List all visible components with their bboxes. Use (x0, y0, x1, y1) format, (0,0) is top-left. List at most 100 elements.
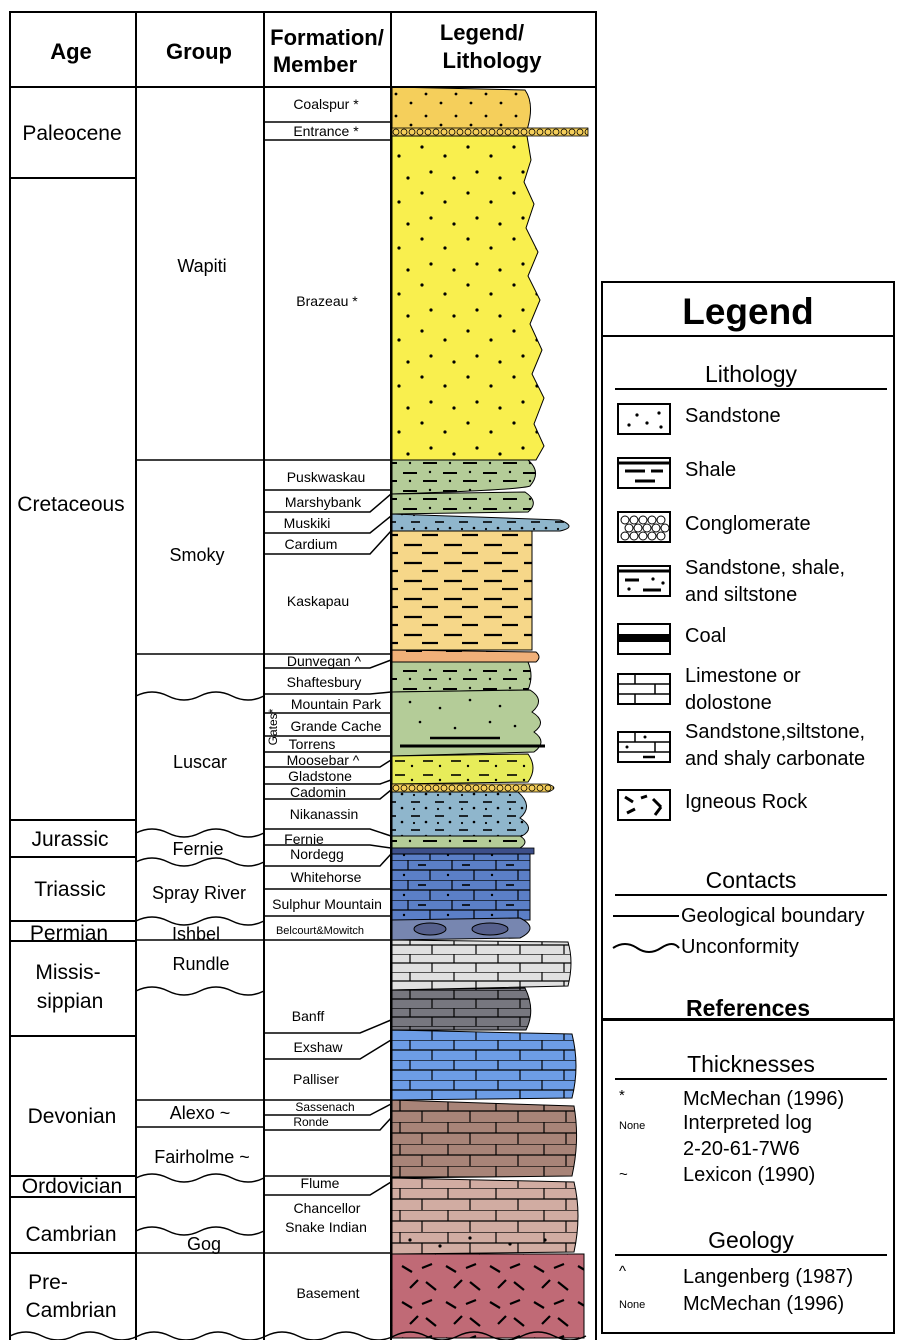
sandstone-icon (617, 403, 671, 435)
references-divider (603, 1018, 893, 1021)
gates-label: Gates* (266, 708, 280, 745)
geology-header-rule (615, 1254, 887, 1256)
age-labels: Paleocene Cretaceous Jurassic Triassic P… (17, 122, 124, 1322)
group-ishbel: Ishbel (172, 924, 220, 944)
muskiki-unit (391, 513, 570, 532)
legend-item-shale: Shale (617, 455, 893, 499)
geology-header: Geology (708, 1227, 794, 1253)
formation-palliser: Palliser (293, 1071, 339, 1087)
thickness-symbol-none: None (619, 1120, 646, 1132)
header-legend-line1: Legend/ (440, 20, 524, 45)
legend-label-coal: Coal (685, 625, 727, 647)
geology-ref-mcmechan: McMechan (1996) (683, 1293, 845, 1315)
age-paleocene: Paleocene (22, 122, 121, 145)
dunvegan-unit (391, 649, 540, 663)
legend-item-sandstone-shale-siltstone: Sandstone, shale, and siltstone (617, 557, 893, 615)
formation-mountain-park: Mountain Park (291, 696, 382, 712)
legend-label-sandstone-shale-siltstone-line1: Sandstone, shale, (685, 557, 846, 579)
lithology-header: Lithology (704, 361, 798, 387)
legend-label-limestone-line2: dolostone (685, 692, 772, 714)
contacts-header: Contacts (705, 867, 797, 893)
stratigraphic-column: Age Group Formation/ Member Legend/ Lith… (9, 11, 597, 1340)
lithology-header-rule (615, 388, 887, 390)
limestone-icon (617, 673, 671, 705)
thickness-ref-mcmechan: McMechan (1996) (683, 1088, 845, 1110)
formation-entrance: Entrance * (293, 123, 359, 139)
legend-item-sandstone: Sandstone (617, 401, 893, 445)
group-luscar: Luscar (173, 752, 227, 772)
header-group: Group (166, 39, 232, 64)
legend-label-shaly-carbonate-line1: Sandstone,siltstone, (685, 721, 866, 743)
contact-label-boundary: Geological boundary (681, 905, 865, 927)
formation-banff: Banff (292, 1008, 325, 1024)
thicknesses-header: Thicknesses (687, 1051, 815, 1077)
formation-nikanassin: Nikanassin (290, 806, 358, 822)
formation-cadomin: Cadomin (290, 784, 346, 800)
group-gog: Gog (187, 1234, 221, 1254)
shale-icon (617, 457, 671, 489)
fernie-unit (391, 835, 526, 849)
age-precambrian-line2: Cambrian (25, 1299, 116, 1322)
age-permian: Permian (30, 922, 108, 945)
rundle-unit (391, 939, 572, 991)
legend-item-igneous: Igneous Rock (617, 787, 893, 831)
nikanassin-unit (391, 791, 529, 837)
formation-shaftesbury: Shaftesbury (287, 674, 362, 690)
sandstone-shale-siltstone-icon (617, 565, 671, 597)
group-fairholme: Fairholme ~ (154, 1147, 250, 1167)
header-formation-line1: Formation/ (270, 25, 384, 50)
formation-whitehorse: Whitehorse (291, 869, 362, 885)
age-cambrian: Cambrian (25, 1223, 116, 1246)
age-cretaceous: Cretaceous (17, 493, 124, 516)
formation-brazeau: Brazeau * (296, 293, 358, 309)
thickness-ref-lexicon: Lexicon (1990) (683, 1164, 816, 1186)
formation-labels: Coalspur * Entrance * Brazeau * Puskwask… (266, 96, 382, 1301)
formation-flume: Flume (301, 1175, 340, 1191)
fairholme-unit (391, 1099, 578, 1179)
legend-title: Legend (682, 291, 814, 332)
formation-coalspur: Coalspur * (293, 96, 359, 112)
header-formation-line2: Member (273, 52, 358, 77)
nordegg-unit (391, 847, 535, 855)
formation-ronde: Ronde (293, 1115, 329, 1129)
coal-icon (617, 623, 671, 655)
kaskapau-unit (391, 530, 533, 651)
legend-item-coal: Coal (617, 621, 893, 665)
formation-sulphur-mountain: Sulphur Mountain (272, 896, 382, 912)
legend-label-sandstone-shale-siltstone-line2: and siltstone (685, 584, 798, 606)
geology-symbol-none: None (619, 1299, 646, 1311)
legend-panel: Legend Lithology Sandstone Shale C (601, 281, 895, 1334)
age-mississippian-line2: sippian (37, 990, 104, 1013)
group-fernie: Fernie (172, 839, 223, 859)
boundary-line-icon (613, 915, 679, 917)
age-ordovician: Ordovician (22, 1175, 122, 1198)
marshybank-unit (391, 491, 534, 515)
palliser-unit (391, 1029, 577, 1101)
formation-exshaw: Exshaw (293, 1039, 343, 1055)
legend-title-divider (603, 335, 893, 337)
thickness-symbol-asterisk: * (619, 1087, 625, 1104)
brazeau-unit (391, 135, 545, 461)
formation-moosebar: Moosebar ^ (287, 752, 360, 768)
age-triassic: Triassic (34, 878, 106, 901)
legend-label-conglomerate: Conglomerate (685, 513, 811, 535)
banff-unit (391, 987, 532, 1031)
column-grid (9, 11, 597, 1340)
formation-sassenach: Sassenach (295, 1100, 354, 1114)
legend-label-shaly-carbonate-line2: and shaly carbonate (685, 748, 866, 770)
legend-label-igneous: Igneous Rock (685, 791, 808, 813)
formation-puskwaskau: Puskwaskau (287, 469, 366, 485)
thickness-ref-log-line2: 2-20-61-7W6 (683, 1138, 800, 1160)
contact-label-unconformity: Unconformity (681, 936, 799, 958)
age-devonian: Devonian (28, 1105, 117, 1128)
formation-belcourt-mowitch: Belcourt&Mowitch (276, 925, 364, 937)
conglomerate-icon (617, 511, 671, 543)
group-alexo: Alexo ~ (170, 1103, 231, 1123)
thickness-symbol-tilde: ~ (619, 1166, 628, 1183)
group-wapiti: Wapiti (177, 256, 226, 276)
shaftesbury-unit (391, 661, 532, 693)
entrance-unit (391, 127, 589, 137)
shaly-carbonate-icon (617, 731, 671, 763)
age-jurassic: Jurassic (31, 828, 108, 851)
puskwaskau-unit (391, 459, 536, 495)
